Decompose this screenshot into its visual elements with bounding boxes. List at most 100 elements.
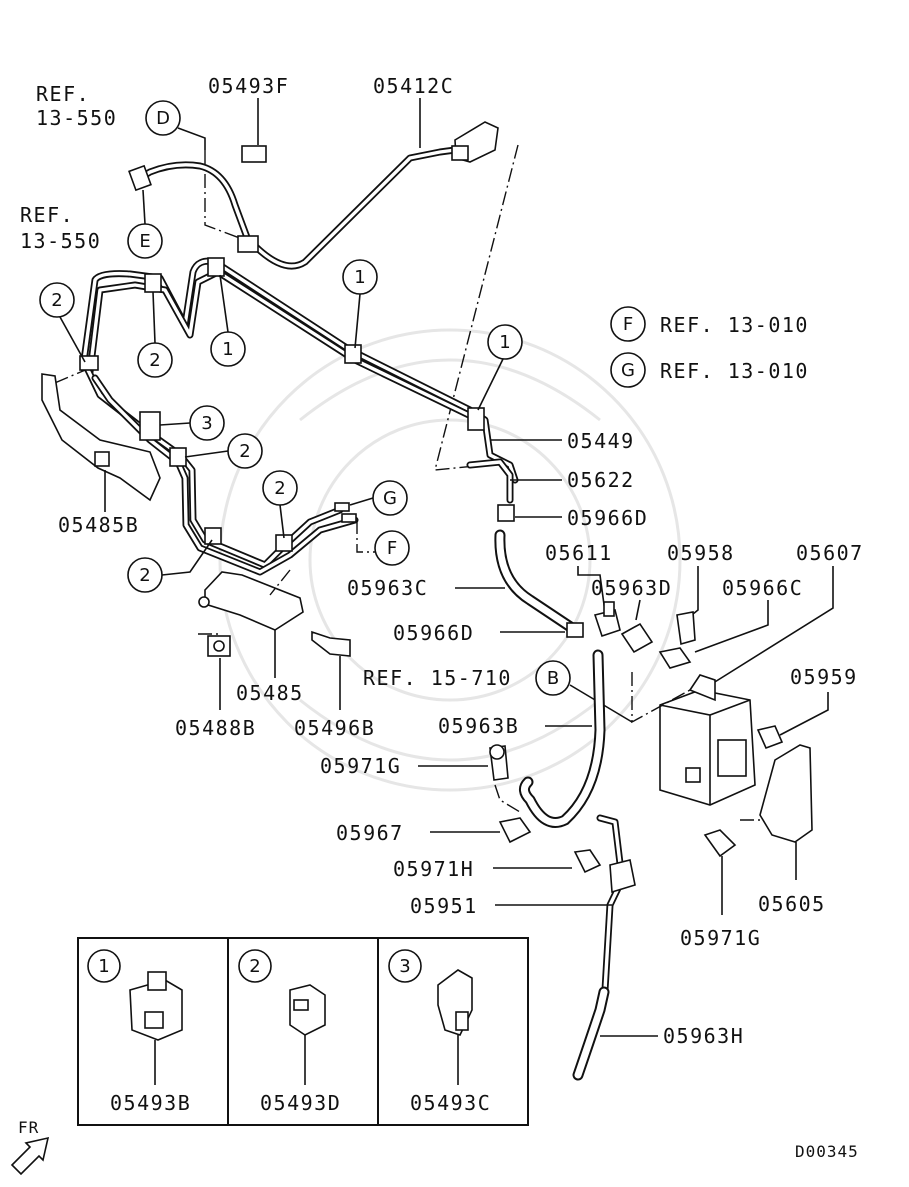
diagram-id: D00345 <box>795 1142 859 1161</box>
clip-marker-2a: 2 <box>39 282 86 363</box>
svg-text:05963H: 05963H <box>663 1024 744 1048</box>
svg-text:05971G: 05971G <box>320 754 401 778</box>
clip-marker-3: 3 <box>159 405 225 441</box>
svg-text:G: G <box>621 360 635 381</box>
svg-text:05963D: 05963D <box>591 576 672 600</box>
clip-05493F <box>241 145 267 163</box>
svg-text:3: 3 <box>201 413 212 434</box>
fuel-pipe-bundle <box>79 257 519 576</box>
ref-g-legend: G REF. 13-010 <box>610 352 809 388</box>
svg-text:05967: 05967 <box>336 821 404 845</box>
bracket-05605: 05605 <box>740 744 826 916</box>
legend-item-3: 3 05493C <box>388 949 490 1115</box>
bolt-05958: 05958 <box>667 541 735 646</box>
ref-f-marker: F <box>341 513 410 566</box>
svg-text:G: G <box>383 488 397 509</box>
svg-text:FR: FR <box>18 1118 39 1137</box>
clip-marker-1a: 1 <box>342 259 378 349</box>
front-arrow-icon: FR <box>10 1118 50 1176</box>
svg-text:1: 1 <box>222 339 233 360</box>
svg-text:05966C: 05966C <box>722 576 803 600</box>
svg-text:2: 2 <box>274 478 285 499</box>
clamp-05966D-a <box>497 504 515 522</box>
bracket-05485: 05485 <box>198 569 304 705</box>
svg-text:05493D: 05493D <box>260 1091 341 1115</box>
label-05412C: 05412C <box>373 74 454 98</box>
legend-item-2: 2 05493D <box>238 949 341 1115</box>
bolt-05971G-b: 05971G <box>680 829 761 950</box>
bolt-05971H: 05971H <box>393 849 602 881</box>
clip-marker-2c: 2 <box>184 433 263 469</box>
svg-text:REF.: REF. <box>20 203 74 227</box>
hose-05963C: 05963C <box>347 529 581 636</box>
clip-marker-2b: 2 <box>137 291 173 378</box>
ref-e-callout: REF. 13-550 E <box>20 189 163 259</box>
svg-text:2: 2 <box>139 565 150 586</box>
label-05493F: 05493F <box>208 74 289 98</box>
ref-g-marker: G <box>334 480 408 516</box>
svg-text:2: 2 <box>239 441 250 462</box>
svg-text:F: F <box>623 314 633 335</box>
svg-text:05488B: 05488B <box>175 716 256 740</box>
hose-05412C <box>128 121 499 270</box>
svg-text:05607: 05607 <box>796 541 864 565</box>
clip-05967: 05967 <box>336 784 532 845</box>
nut-05959: 05959 <box>756 665 858 750</box>
nut-05488B: 05488B <box>175 633 256 740</box>
svg-text:REF.: REF. <box>36 82 90 106</box>
svg-text:05959: 05959 <box>790 665 858 689</box>
pipe-05951: 05951 <box>410 814 636 994</box>
clip-marker-2e: 2 <box>127 539 213 593</box>
svg-text:13-550: 13-550 <box>20 229 101 253</box>
svg-text:F: F <box>387 538 397 559</box>
legend-item-1: 1 05493B <box>87 949 191 1115</box>
svg-text:2: 2 <box>149 350 160 371</box>
svg-text:2: 2 <box>51 290 62 311</box>
ref-f-legend: F REF. 13-010 <box>610 306 809 342</box>
svg-text:13-550: 13-550 <box>36 106 117 130</box>
svg-text:05963C: 05963C <box>347 576 428 600</box>
svg-text:3: 3 <box>399 956 410 977</box>
legend-box: 1 05493B 2 05493D 3 05493C <box>77 937 529 1126</box>
svg-text:05951: 05951 <box>410 894 478 918</box>
bolt-05971G-a: 05971G <box>320 744 509 781</box>
clamp-05966D-b <box>566 622 584 638</box>
svg-text:05493B: 05493B <box>110 1091 191 1115</box>
hose-05963H: 05963H <box>572 986 744 1081</box>
clip-marker-1c: 1 <box>477 324 523 411</box>
svg-text:05485B: 05485B <box>58 513 139 537</box>
label-05622: 05622 <box>567 468 635 492</box>
label-05449: 05449 <box>567 429 635 453</box>
svg-text:B: B <box>547 668 559 689</box>
clip-marker-2d: 2 <box>262 470 298 539</box>
bolt-05496B: 05496B <box>294 630 375 740</box>
svg-text:05605: 05605 <box>758 892 826 916</box>
svg-text:REF. 15-710: REF. 15-710 <box>363 666 512 690</box>
ref-b-callout: REF. 15-710 B <box>363 660 691 724</box>
svg-text:E: E <box>139 231 150 252</box>
canister-05607: 05607 <box>659 541 864 806</box>
svg-text:REF. 13-010: REF. 13-010 <box>660 313 809 337</box>
svg-text:05958: 05958 <box>667 541 735 565</box>
valve-05611: 05611 <box>545 541 621 638</box>
watermark <box>218 328 682 792</box>
pipe-clips <box>79 257 485 552</box>
clip-marker-1b: 1 <box>210 274 246 367</box>
svg-text:05496B: 05496B <box>294 716 375 740</box>
svg-text:1: 1 <box>354 267 365 288</box>
svg-text:REF. 13-010: REF. 13-010 <box>660 359 809 383</box>
hose-05963B: 05963B <box>438 649 606 828</box>
clamp-05966C: 05966C <box>658 576 803 669</box>
label-05966D-b: 05966D <box>393 621 474 645</box>
svg-text:05611: 05611 <box>545 541 613 565</box>
label-05966D-a: 05966D <box>567 506 648 530</box>
svg-text:1: 1 <box>98 956 109 977</box>
ref-d-callout: REF. 13-550 D <box>36 82 206 150</box>
svg-text:05971G: 05971G <box>680 926 761 950</box>
bracket-05485B: 05485B <box>41 373 161 537</box>
svg-text:05963B: 05963B <box>438 714 519 738</box>
svg-text:D: D <box>156 108 170 129</box>
svg-text:05971H: 05971H <box>393 857 474 881</box>
svg-text:1: 1 <box>499 332 510 353</box>
